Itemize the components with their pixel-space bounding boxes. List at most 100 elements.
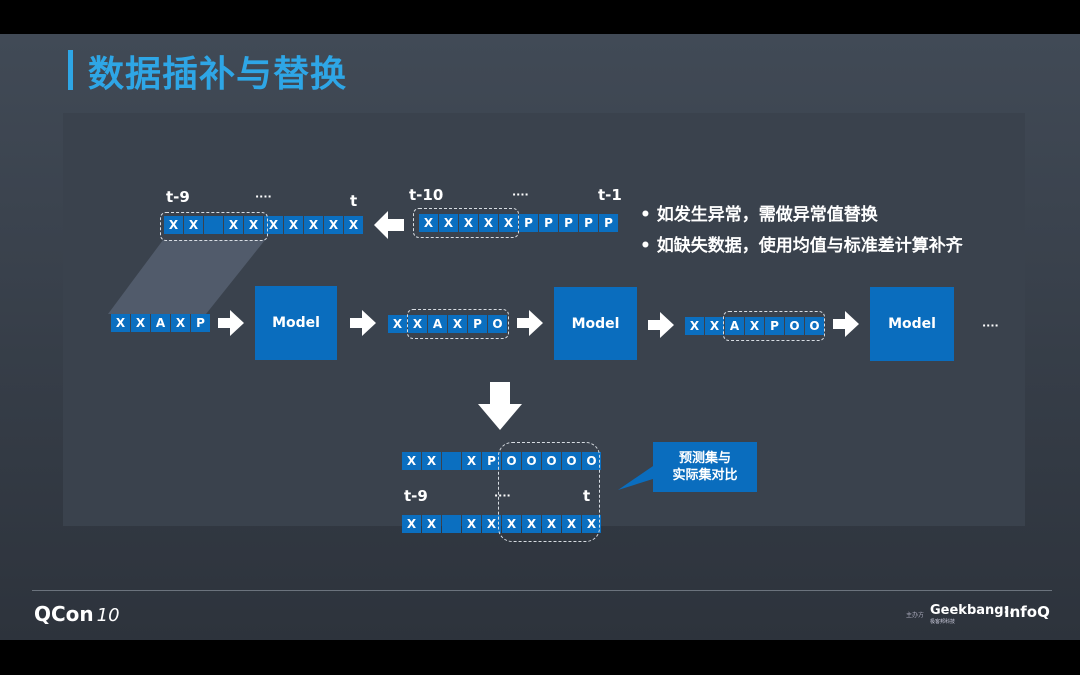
sequence-cell: X bbox=[422, 515, 441, 533]
sequence-cell: O bbox=[785, 317, 804, 335]
sequence-cell: P bbox=[559, 214, 578, 232]
callout-pointer bbox=[618, 464, 656, 490]
sequence-cell: X bbox=[745, 317, 764, 335]
model-box-3: Model bbox=[870, 287, 954, 361]
sequence-cell: X bbox=[562, 515, 581, 533]
sequence-cell: P bbox=[191, 314, 210, 332]
sequence-cell: X bbox=[462, 515, 481, 533]
sequence-cell bbox=[442, 452, 461, 470]
sequence-cell: X bbox=[164, 216, 183, 234]
label-t-10: t-10 bbox=[409, 186, 444, 204]
model-box-2: Model bbox=[554, 287, 637, 360]
sequence-cell: A bbox=[725, 317, 744, 335]
arrow-right-icon bbox=[833, 311, 859, 337]
sequence-cell: X bbox=[499, 214, 518, 232]
geekbang-logo: Geekbang›. bbox=[930, 603, 1014, 618]
sequence-cell: X bbox=[171, 314, 190, 332]
sequence-cell bbox=[204, 216, 223, 234]
label-t-9-top: t-9 bbox=[166, 188, 190, 206]
sequence-cell: P bbox=[539, 214, 558, 232]
sequence-cell: P bbox=[599, 214, 618, 232]
sequence-cell: X bbox=[422, 452, 441, 470]
sequence-cell: O bbox=[542, 452, 561, 470]
sequence-cell: X bbox=[402, 452, 421, 470]
sequence-cell: O bbox=[488, 315, 507, 333]
arrow-down-icon bbox=[478, 382, 522, 430]
sequence-cell: X bbox=[344, 216, 363, 234]
sequence-cell: O bbox=[805, 317, 824, 335]
projection-shape bbox=[108, 240, 265, 314]
window-box-top-left bbox=[160, 212, 268, 241]
sponsor-label: 主办方 bbox=[906, 612, 925, 619]
sequence-cell: X bbox=[408, 315, 427, 333]
sequence-cell: O bbox=[502, 452, 521, 470]
infoq-logo: InfoQ bbox=[1004, 603, 1050, 621]
sequence-cell: X bbox=[111, 314, 130, 332]
sequence-cell: X bbox=[284, 216, 303, 234]
sequence-cell: X bbox=[459, 214, 478, 232]
sequence-cell: X bbox=[522, 515, 541, 533]
model-box-1: Model bbox=[255, 286, 337, 360]
window-box-row-2 bbox=[407, 309, 509, 339]
sequence-cell: X bbox=[479, 214, 498, 232]
sequence-cell: X bbox=[448, 315, 467, 333]
label-t-bottom: t bbox=[583, 487, 591, 505]
sequence-cell: P bbox=[579, 214, 598, 232]
window-box-top-right bbox=[413, 208, 519, 238]
sequence-cell: P bbox=[765, 317, 784, 335]
footer-divider bbox=[32, 590, 1052, 591]
bullet-list: • 如发生异常，需做异常值替换 • 如缺失数据，使用均值与标准差计算补齐 bbox=[640, 200, 963, 262]
dots-top-left: ···· bbox=[255, 190, 272, 203]
sequence-cell: P bbox=[519, 214, 538, 232]
sequence-cell: X bbox=[482, 515, 501, 533]
sequence-cell: X bbox=[685, 317, 704, 335]
arrow-right-icon bbox=[218, 310, 244, 336]
sequence-cell: A bbox=[151, 314, 170, 332]
sequence-cell: O bbox=[582, 452, 601, 470]
sequence-cell: X bbox=[264, 216, 283, 234]
arrow-right-icon bbox=[517, 310, 543, 336]
sequence-cell: X bbox=[462, 452, 481, 470]
sequence-cell: P bbox=[482, 452, 501, 470]
label-t-1: t-1 bbox=[598, 186, 622, 204]
arrow-right-icon bbox=[648, 312, 674, 338]
sequence-cell: X bbox=[244, 216, 263, 234]
dots-more: ···· bbox=[982, 319, 999, 332]
sequence-cell: X bbox=[705, 317, 724, 335]
sequence-cell: O bbox=[522, 452, 541, 470]
sequence-cell: X bbox=[131, 314, 150, 332]
sequence-cell: X bbox=[324, 216, 343, 234]
bullet-item: • 如发生异常，需做异常值替换 bbox=[640, 205, 878, 225]
dots-top-right: ···· bbox=[512, 188, 529, 201]
sequence-cell: X bbox=[542, 515, 561, 533]
sequence-cell: X bbox=[439, 214, 458, 232]
sequence-cell: O bbox=[562, 452, 581, 470]
page-title: 数据插补与替换 bbox=[88, 54, 348, 95]
title-accent-bar bbox=[68, 50, 73, 90]
sequence-cell bbox=[442, 515, 461, 533]
sequence-cell: X bbox=[419, 214, 438, 232]
compare-window-box bbox=[498, 442, 600, 542]
sequence-cell: A bbox=[428, 315, 447, 333]
sequence-cell: X bbox=[184, 216, 203, 234]
callout-box: 预测集与 实际集对比 bbox=[653, 442, 757, 492]
sequence-cell: P bbox=[468, 315, 487, 333]
sequence-cell: X bbox=[402, 515, 421, 533]
window-box-row-3 bbox=[723, 311, 825, 341]
sequence-cell: X bbox=[224, 216, 243, 234]
geekbang-subtitle: 极客邦科技 bbox=[930, 619, 956, 625]
bullet-item: • 如缺失数据，使用均值与标准差计算补齐 bbox=[640, 236, 963, 256]
arrow-left-icon bbox=[374, 211, 404, 239]
label-t-9-bottom: t-9 bbox=[404, 487, 428, 505]
arrow-right-icon bbox=[350, 310, 376, 336]
sequence-cell: X bbox=[388, 315, 407, 333]
label-t-top: t bbox=[350, 192, 358, 210]
